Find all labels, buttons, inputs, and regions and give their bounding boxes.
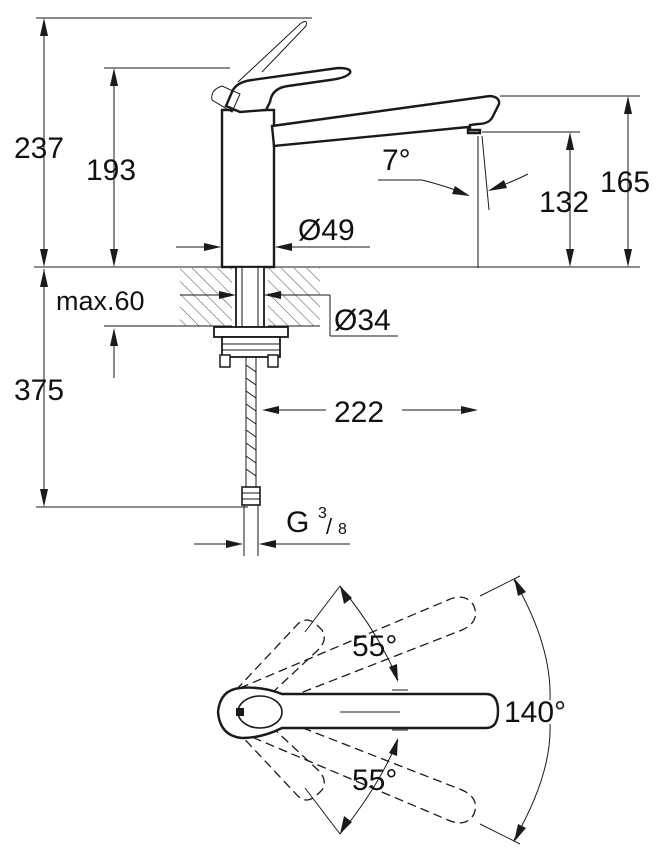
dim-222-label: 222	[334, 396, 384, 429]
lever-top-view	[216, 686, 500, 740]
dim-237-label: 237	[14, 132, 64, 165]
total-angle-label: 140°	[504, 696, 566, 729]
mounting-shank	[213, 266, 289, 368]
faucet-body	[220, 108, 276, 269]
dim-spout-reach	[262, 406, 478, 414]
lever	[224, 66, 352, 114]
dim-165-label: 165	[600, 166, 650, 199]
lever-ghost	[211, 85, 241, 113]
dim-7-degree-label: 7°	[382, 144, 411, 177]
upper-angle-label: 55°	[352, 630, 397, 663]
dim-body-diameter	[176, 243, 370, 251]
angle-lower-arc	[304, 729, 408, 835]
thread-prefix-label: G	[286, 506, 309, 539]
lever-upper-positions	[235, 596, 477, 709]
dim-spout-clearance	[482, 131, 580, 267]
lower-angle-label: 55°	[352, 764, 397, 797]
dim-diameter-49-label: Ø49	[298, 214, 355, 247]
lever-raised-outline	[237, 20, 307, 83]
dim-375-label: 375	[14, 374, 64, 407]
dim-thread	[194, 505, 350, 556]
dim-132-label: 132	[539, 186, 589, 219]
dim-max60-label: max.60	[56, 286, 145, 316]
lever-lower-positions	[235, 711, 477, 824]
dim-diameter-34-label: Ø34	[334, 304, 391, 337]
dim-hose-length	[36, 269, 248, 508]
thread-fraction-slash: /	[326, 514, 333, 539]
dim-body-height	[104, 67, 230, 267]
dim-total-height	[36, 17, 312, 267]
supply-hose	[241, 356, 261, 506]
dim-spout-height	[500, 95, 640, 267]
dim-193-label: 193	[86, 154, 136, 187]
spout	[270, 94, 501, 148]
thread-numerator-label: 3	[318, 505, 327, 522]
dim-max-counter	[104, 291, 398, 378]
angle-total-arc	[479, 575, 551, 845]
thread-denominator-label: 8	[338, 521, 347, 538]
angle-upper-arc	[304, 585, 408, 691]
dim-spout-angle	[378, 135, 529, 268]
